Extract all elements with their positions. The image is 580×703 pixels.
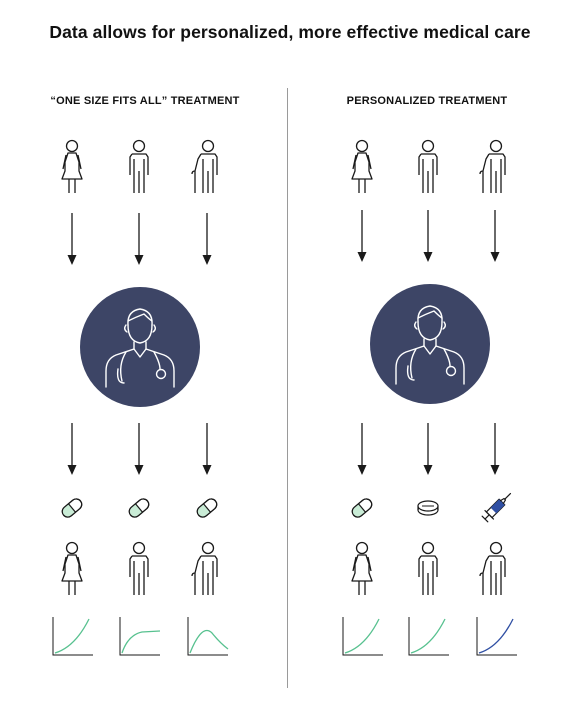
elder-patient-icon [479,139,506,194]
outcome-graph-icon [342,616,384,656]
outcome-graph-icon [52,616,94,656]
panel-divider [287,88,288,688]
woman-patient-icon [351,541,373,596]
pill-icon [59,496,85,520]
left-panel-label: “ONE SIZE FITS ALL” TREATMENT [50,95,240,107]
elder-patient-icon [479,541,506,596]
arrow-down-icon [201,212,213,266]
elder-patient-icon [191,541,218,596]
doctor-icon [369,283,491,405]
pill-icon [126,496,152,520]
outcome-graph-icon [476,616,518,656]
woman-patient-icon [61,139,83,194]
arrow-down-icon [133,212,145,266]
man-patient-icon [418,139,438,194]
arrow-down-icon [133,422,145,476]
syringe-icon [480,488,516,524]
arrow-down-icon [422,422,434,476]
tablet-icon [417,500,439,516]
outcome-graph-icon [187,616,229,656]
man-patient-icon [129,139,149,194]
arrow-down-icon [356,422,368,476]
right-panel-label: PERSONALIZED TREATMENT [346,95,508,107]
pill-icon [194,496,220,520]
doctor-icon [79,286,201,408]
pill-icon [349,496,375,520]
arrow-down-icon [66,212,78,266]
man-patient-icon [129,541,149,596]
page-title: Data allows for personalized, more effec… [49,22,531,42]
outcome-graph-icon [408,616,450,656]
woman-patient-icon [61,541,83,596]
arrow-down-icon [422,209,434,263]
outcome-graph-icon [119,616,161,656]
arrow-down-icon [66,422,78,476]
man-patient-icon [418,541,438,596]
woman-patient-icon [351,139,373,194]
arrow-down-icon [489,422,501,476]
arrow-down-icon [201,422,213,476]
elder-patient-icon [191,139,218,194]
arrow-down-icon [489,209,501,263]
arrow-down-icon [356,209,368,263]
